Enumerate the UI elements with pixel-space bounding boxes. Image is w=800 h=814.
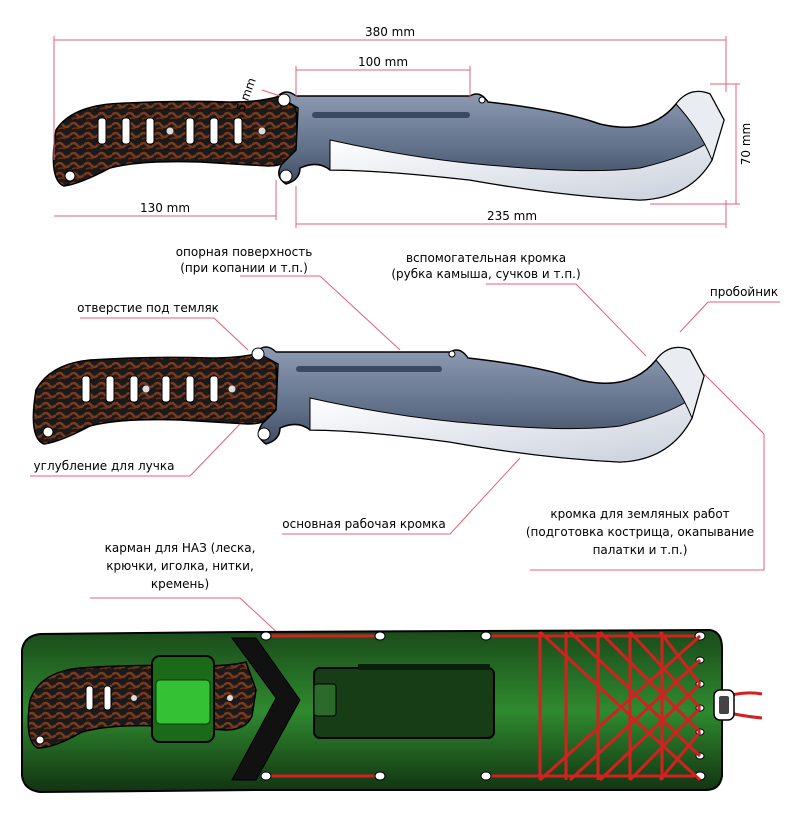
dim-blade-width: 70 mm [739,123,753,165]
dimension-lines [53,36,740,228]
sheath-nz-pocket [313,667,495,739]
knife-middle-fuller [296,366,442,372]
knife-middle-hole [251,347,265,361]
knife-top-rivet [258,127,266,135]
dim-blade-length: 235 mm [487,209,537,223]
knife-top-lanyard-hole [64,170,76,182]
dim-handle-length: 130 mm [140,201,190,215]
label-bow-recess: углубление для лучка [34,459,175,473]
svg-text:кремень): кремень) [151,577,209,591]
knife-top-fuller [312,112,470,118]
label-lanyard-hole: отверстие под темляк [77,301,219,315]
knife-middle-rivet [228,385,236,393]
svg-text:кромка для земляных работ: кромка для земляных работ [550,507,729,521]
svg-text:крючки, иголка, нитки,: крючки, иголка, нитки, [106,559,254,573]
sheath-cord-lacing [538,630,702,782]
knife-top-punch [675,91,725,162]
knife-top-rivet [166,127,174,135]
label-main-edge: основная рабочая кромка [282,517,445,531]
svg-text:вспомогательная кромка: вспомогательная кромка [406,251,566,265]
knife-top-handle-slots [97,117,243,145]
knife-middle-handle-slots [81,375,219,403]
knife-top-hole [277,93,291,107]
knife-middle-handle [32,351,279,445]
svg-text:карман для НАЗ (леска,: карман для НАЗ (леска, [105,541,256,555]
knife-middle-hole [448,350,456,358]
sheath-cord-lock-button [719,696,729,714]
sheath-collar [231,637,301,781]
svg-text:(рубка камыша, сучков и т.п.): (рубка камыша, сучков и т.п.) [391,267,580,281]
label-earth-edge: кромка для земляных работ (подготовка ко… [526,507,754,557]
knife-top-handle [52,95,299,187]
knife-middle-hole [257,427,271,441]
svg-text:(подготовка кострища, окапыван: (подготовка кострища, окапывание [526,525,754,539]
knife-middle [32,346,705,463]
knife-middle-punch [655,347,705,420]
dim-fuller-length: 100 mm [358,55,408,69]
leader-lines [30,275,780,701]
svg-text:опорная поверхность: опорная поверхность [176,245,313,259]
svg-text:(при копании и т.п.): (при копании и т.п.) [180,261,308,275]
sheath-pocket-tab [313,683,337,717]
label-support-surface: опорная поверхность (при копании и т.п.) [176,245,313,275]
dim-total-length: 380 mm [365,25,415,39]
sheath-rivet [131,695,137,701]
label-auxiliary-edge: вспомогательная кромка (рубка камыша, су… [391,251,580,281]
label-nz-pocket: карман для НАЗ (леска, крючки, иголка, н… [105,541,256,591]
knife-top-hole [279,169,293,183]
sheath-rivet [227,695,233,701]
sheath-handle-slots [85,685,112,711]
knife-top-hole [478,96,486,104]
sheath-pocket-flap [358,664,490,670]
knife-top [52,90,725,201]
sheath-strap-inner [155,679,211,725]
label-punch: пробойник [710,285,778,299]
sheath [21,628,763,794]
sheath-lanyard-hole [35,735,45,745]
knife-middle-lanyard-hole [42,426,54,438]
knife-middle-rivet [142,385,150,393]
svg-text:палатки и т.п.): палатки и т.п.) [593,543,688,557]
